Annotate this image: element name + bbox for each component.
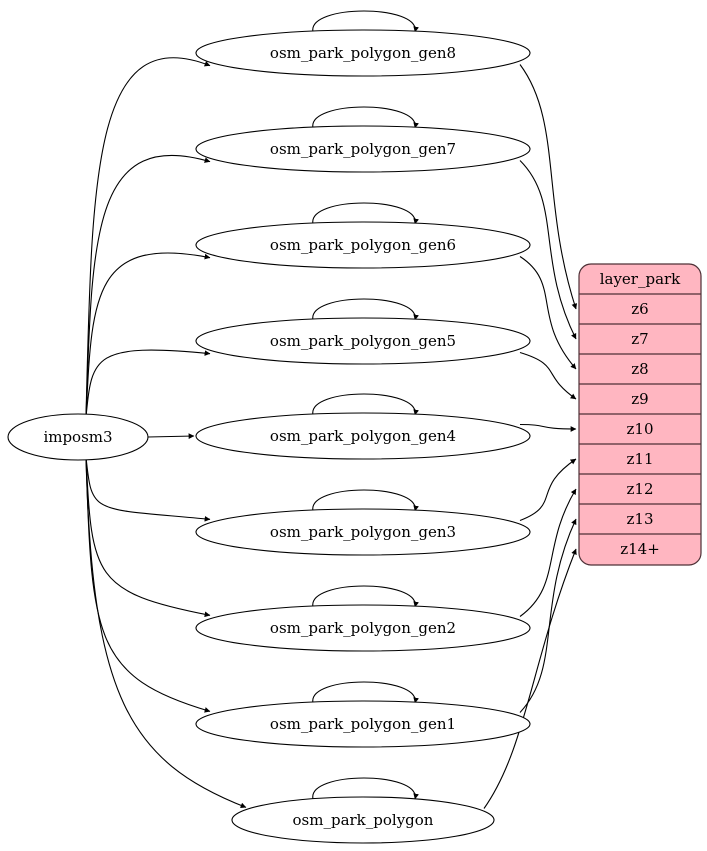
- node-gen7[interactable]: osm_park_polygon_gen7: [195, 125, 531, 173]
- node-gen1[interactable]: osm_park_polygon_gen1: [195, 700, 531, 748]
- self-loop-gen4: [312, 393, 419, 416]
- node-gen6[interactable]: osm_park_polygon_gen6: [195, 221, 531, 269]
- edge-gen3-to-z11: [519, 458, 577, 522]
- edge-imposm3-to-gen2: [85, 457, 211, 618]
- edge-imposm3-to-gen3: [85, 457, 211, 522]
- self-loop-gen7: [312, 106, 419, 129]
- node-gen4-shape: [195, 412, 531, 460]
- edge-gen1-to-z13: [519, 518, 577, 713]
- node-gen6-label: osm_park_polygon_gen6: [270, 236, 456, 254]
- edge-gen2-to-z12: [519, 488, 577, 617]
- node-imposm3-label: imposm3: [43, 428, 112, 446]
- node-gen3-label: osm_park_polygon_gen3: [270, 523, 456, 541]
- self-loop-gen3: [312, 489, 419, 512]
- record-row-label-z13: z13: [627, 510, 654, 528]
- edge-base-to-z14p: [483, 548, 577, 809]
- node-gen6-shape: [195, 221, 531, 269]
- node-gen7-shape: [195, 125, 531, 173]
- record-row-label-z8: z8: [631, 360, 648, 378]
- record-row-label-z9: z9: [631, 390, 648, 408]
- self-loop-gen5: [312, 298, 419, 321]
- record-layer: layer_park z6 z7 z8 z9 z10 z11 z12 z13 z14+: [578, 263, 702, 566]
- node-gen3-shape: [195, 508, 531, 556]
- edge-imposm3-to-gen6: [85, 252, 211, 417]
- record-layer-park[interactable]: layer_park z6 z7 z8 z9 z10 z11 z12 z13 z14+: [578, 263, 702, 566]
- node-gen5[interactable]: osm_park_polygon_gen5: [195, 317, 531, 365]
- node-layer: imposm3 osm_park_polygon_gen8 osm_park_pol…: [7, 29, 531, 844]
- edge-gen5-to-z9: [519, 351, 577, 400]
- record-row-label-z12: z12: [627, 480, 654, 498]
- edge-gen7-to-z7: [519, 160, 577, 340]
- node-base-label: osm_park_polygon: [293, 811, 434, 829]
- self-loop-gen8: [312, 10, 419, 33]
- edge-imposm3-to-gen8: [85, 57, 211, 417]
- node-imposm3-shape: [7, 413, 149, 461]
- node-base-shape: [231, 796, 495, 844]
- node-gen4[interactable]: osm_park_polygon_gen4: [195, 412, 531, 460]
- node-gen8-shape: [195, 29, 531, 77]
- node-gen2-shape: [195, 604, 531, 652]
- node-gen3[interactable]: osm_park_polygon_gen3: [195, 508, 531, 556]
- self-loop-base: [312, 777, 419, 800]
- edge-gen8-to-z6: [519, 64, 578, 310]
- node-gen7-label: osm_park_polygon_gen7: [270, 140, 456, 158]
- node-gen8[interactable]: osm_park_polygon_gen8: [195, 29, 531, 77]
- record-row-label-z6: z6: [631, 300, 648, 318]
- record-row-label-z10: z10: [627, 420, 654, 438]
- edge-imposm3-to-gen5: [85, 349, 211, 417]
- node-gen8-label: osm_park_polygon_gen8: [270, 44, 456, 62]
- node-gen2[interactable]: osm_park_polygon_gen2: [195, 604, 531, 652]
- self-loop-gen2: [312, 585, 419, 608]
- node-gen4-label: osm_park_polygon_gen4: [270, 427, 456, 445]
- record-header-label: layer_park: [600, 270, 681, 288]
- node-gen2-label: osm_park_polygon_gen2: [270, 619, 456, 637]
- edge-imposm3-to-gen1: [85, 457, 211, 713]
- self-loop-gen6: [312, 202, 419, 225]
- record-row-label-z11: z11: [627, 450, 654, 468]
- edge-gen4-to-z10: [519, 423, 577, 432]
- node-imposm3[interactable]: imposm3: [7, 413, 149, 461]
- record-row-label-z7: z7: [631, 330, 648, 348]
- node-gen5-label: osm_park_polygon_gen5: [270, 332, 456, 350]
- edge-layer: [85, 10, 578, 809]
- node-gen1-label: osm_park_polygon_gen1: [270, 715, 456, 733]
- edge-imposm3-to-gen4: [147, 433, 195, 439]
- edge-imposm3-to-gen7: [85, 154, 211, 417]
- edge-gen6-to-z8: [519, 256, 577, 370]
- node-gen1-shape: [195, 700, 531, 748]
- node-base[interactable]: osm_park_polygon: [231, 796, 495, 844]
- self-loop-gen1: [312, 681, 419, 704]
- node-gen5-shape: [195, 317, 531, 365]
- record-row-label-z14p: z14+: [620, 540, 660, 558]
- edge-imposm3-to-base: [85, 457, 247, 809]
